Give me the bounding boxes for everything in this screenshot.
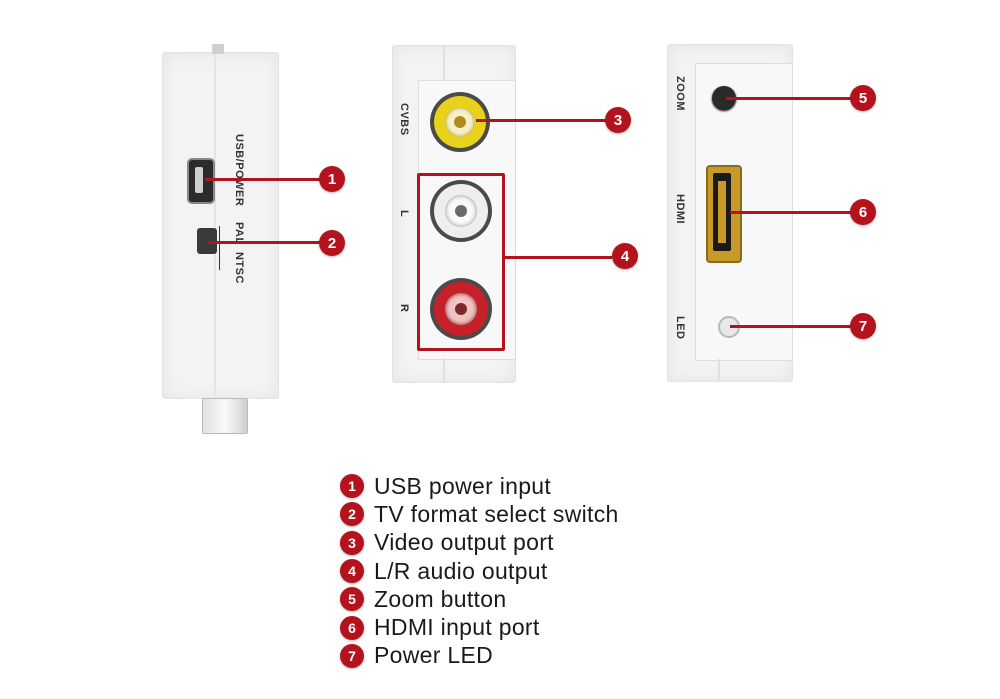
legend-number-badge: 1 (340, 474, 364, 499)
legend-text: Power LED (374, 642, 494, 669)
callout-badge-2: 2 (319, 230, 345, 256)
callout-badge-4: 4 (612, 243, 638, 269)
legend-number-badge: 4 (340, 559, 364, 584)
device-top-tab (212, 44, 224, 54)
hdmi-label: HDMI (674, 194, 686, 225)
device-seam (214, 52, 216, 397)
legend-item: 2 TV format select switch (340, 500, 619, 528)
legend-text: TV format select switch (374, 500, 619, 527)
legend-number-badge: 2 (340, 502, 364, 527)
audio-highlight-box (417, 173, 505, 351)
callout-line-2 (207, 241, 323, 244)
callout-line-6 (730, 211, 852, 214)
cvbs-video-jack[interactable] (430, 92, 490, 152)
device-seam (443, 358, 445, 381)
callout-badge-3: 3 (605, 107, 631, 133)
callout-badge-7: 7 (850, 313, 876, 339)
legend-text: L/R audio output (374, 557, 548, 584)
device-seam (443, 45, 445, 80)
converter-side-left (162, 52, 279, 399)
legend-item: 4 L/R audio output (340, 557, 619, 585)
legend-number-badge: 5 (340, 587, 364, 612)
zoom-label: ZOOM (674, 76, 686, 111)
legend-text: Zoom button (374, 585, 507, 612)
legend-item: 1 USB power input (340, 472, 619, 500)
callout-badge-5: 5 (850, 85, 876, 111)
hdmi-port[interactable] (706, 165, 742, 263)
switch-bracket (219, 226, 228, 270)
callout-line-4 (502, 256, 612, 259)
ntsc-label: NTSC (233, 252, 245, 284)
callout-line-7 (730, 325, 852, 328)
audio-left-jack[interactable] (430, 180, 492, 242)
device-seam (718, 359, 720, 380)
legend: 1 USB power input 2 TV format select swi… (340, 472, 619, 670)
audio-right-jack[interactable] (430, 278, 492, 340)
legend-item: 7 Power LED (340, 642, 619, 670)
callout-line-5 (726, 97, 853, 100)
callout-badge-1: 1 (319, 166, 345, 192)
usb-power-label: USB/POWER (233, 134, 245, 207)
l-label: L (398, 210, 410, 218)
mini-usb-port[interactable] (187, 158, 215, 204)
legend-text: Video output port (374, 529, 554, 556)
legend-text: HDMI input port (374, 614, 540, 641)
legend-number-badge: 3 (340, 530, 364, 555)
legend-item: 3 Video output port (340, 529, 619, 557)
legend-item: 5 Zoom button (340, 585, 619, 613)
callout-line-1 (205, 178, 323, 181)
cvbs-label: CVBS (398, 103, 410, 136)
callout-line-3 (476, 119, 608, 122)
legend-item: 6 HDMI input port (340, 613, 619, 641)
legend-number-badge: 6 (340, 615, 364, 640)
legend-text: USB power input (374, 472, 552, 499)
led-label: LED (674, 316, 686, 340)
legend-number-badge: 7 (340, 643, 364, 668)
rca-connector-stub (202, 398, 248, 434)
r-label: R (398, 304, 410, 313)
callout-badge-6: 6 (850, 199, 876, 225)
